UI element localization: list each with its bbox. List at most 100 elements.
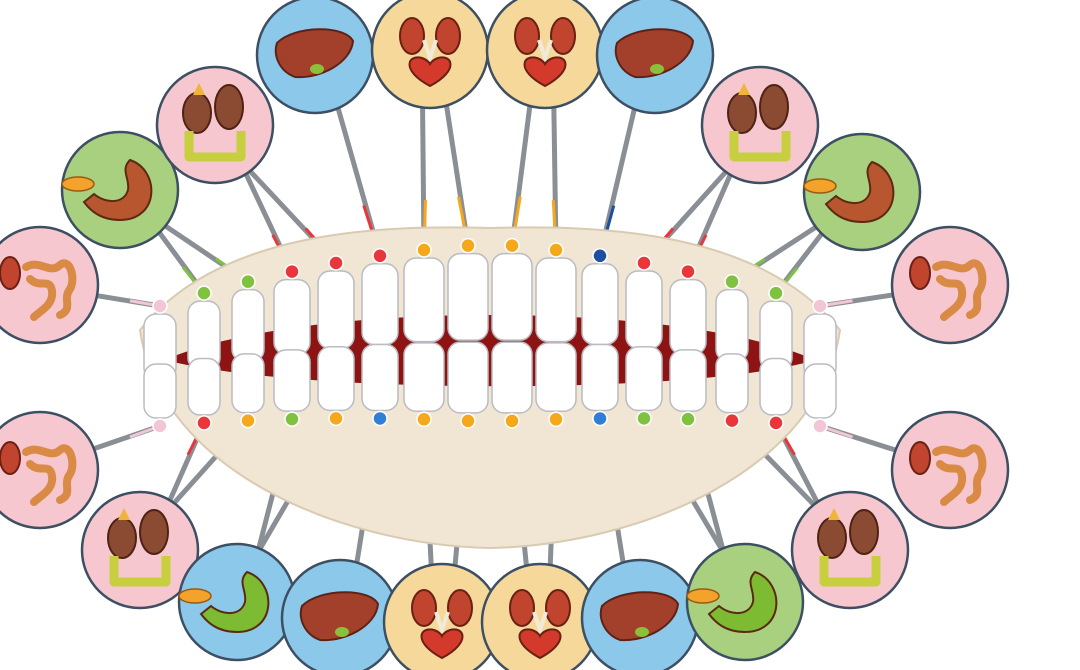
lower-teeth: [143, 341, 837, 419]
tooth: [625, 270, 663, 350]
pin-head: [196, 285, 212, 301]
tooth: [273, 278, 311, 356]
tooth: [491, 252, 533, 341]
gallbladder-icon: [650, 64, 664, 74]
pin-head: [812, 418, 828, 434]
pin-head: [592, 248, 608, 264]
kidney-icon: [550, 17, 576, 55]
colon-icon: [819, 556, 881, 587]
kidney-icon: [182, 92, 212, 134]
pancreas-icon: [686, 588, 720, 604]
lower-organ-circle-intestines: [0, 410, 100, 530]
colon-icon: [729, 131, 791, 162]
upper-organ-circle-kidneys-bladder: [485, 0, 605, 110]
kidney-icon: [435, 17, 461, 55]
pin-head: [460, 413, 476, 429]
tooth: [625, 346, 663, 412]
lower-organ-circle-liver: [580, 558, 700, 670]
adrenal-gland-icon: [738, 83, 750, 95]
kidney-icon: [411, 589, 437, 627]
lower-organ-circle-stomach-green: [177, 542, 297, 662]
organ-circle-background: [790, 490, 910, 610]
pin-head: [812, 298, 828, 314]
ureter-icon: [532, 611, 548, 637]
pin-head: [768, 285, 784, 301]
kidney-icon: [759, 84, 789, 130]
pin-head: [504, 413, 520, 429]
liver-icon: [614, 28, 695, 79]
ureter-icon: [422, 39, 438, 65]
gallbladder-icon: [635, 627, 649, 637]
pin-head: [328, 255, 344, 271]
tooth: [715, 353, 749, 414]
pin-head: [372, 410, 388, 427]
intestine-icon: [22, 259, 77, 321]
pin-head: [284, 411, 300, 427]
tooth: [231, 288, 265, 363]
bladder-icon: [420, 628, 464, 660]
stomach-icon: [707, 570, 778, 634]
gallbladder-icon: [310, 64, 324, 74]
kidney-icon: [545, 589, 571, 627]
adrenal-gland-icon: [828, 508, 840, 520]
pin-head: [636, 410, 652, 427]
tooth: [403, 342, 445, 413]
mouth: [138, 226, 842, 550]
pin-head: [548, 242, 564, 258]
lower-organ-circle-adrenal-colon: [790, 490, 910, 610]
bladder-icon: [408, 56, 452, 88]
tooth: [447, 252, 489, 341]
tooth: [317, 270, 355, 350]
pancreas-icon: [178, 588, 212, 604]
pin-head: [196, 415, 212, 431]
tooth: [273, 349, 311, 412]
pin-head: [240, 273, 256, 290]
tooth: [361, 343, 399, 412]
kidney-icon: [107, 517, 137, 559]
pin-head: [240, 412, 256, 429]
tooth: [581, 263, 619, 346]
kidney-icon: [399, 17, 425, 55]
heart-icon: [909, 256, 931, 290]
pin-head: [328, 410, 344, 427]
kidney-icon: [514, 17, 540, 55]
kidney-icon: [447, 589, 473, 627]
pin-head: [724, 412, 740, 429]
kidney-icon: [849, 509, 879, 555]
tooth: [715, 288, 749, 363]
intestine-icon: [932, 444, 987, 506]
lower-organ-circle-adrenal-colon: [80, 490, 200, 610]
tooth: [317, 346, 355, 412]
bladder-icon: [523, 56, 567, 88]
tooth: [403, 257, 445, 343]
liver-icon: [299, 591, 380, 642]
upper-organ-circle-liver: [595, 0, 715, 115]
tooth: [143, 363, 177, 419]
tooth: [669, 349, 707, 412]
kidney-icon: [139, 509, 169, 555]
upper-organ-circle-intestines: [890, 225, 1010, 345]
pin-head: [724, 273, 740, 290]
pin-head: [416, 411, 432, 428]
pin-head: [592, 410, 608, 427]
intestine-icon: [932, 259, 987, 321]
colon-icon: [109, 556, 171, 587]
liver-icon: [599, 591, 680, 642]
stomach-icon: [824, 160, 895, 224]
pin-head: [768, 415, 784, 431]
heart-icon: [0, 441, 21, 475]
lower-organ-circle-liver: [280, 558, 400, 670]
heart-icon: [909, 441, 931, 475]
kidney-icon: [727, 92, 757, 134]
tooth: [581, 343, 619, 412]
pancreas-icon: [61, 176, 95, 192]
pin-head: [416, 242, 432, 258]
tooth: [491, 341, 533, 414]
organ-circle-background: [700, 65, 820, 185]
pin-head: [680, 263, 696, 280]
pin-head: [636, 255, 652, 271]
pancreas-icon: [803, 178, 837, 194]
upper-organ-circle-adrenal-colon: [700, 65, 820, 185]
adrenal-gland-icon: [193, 83, 205, 95]
